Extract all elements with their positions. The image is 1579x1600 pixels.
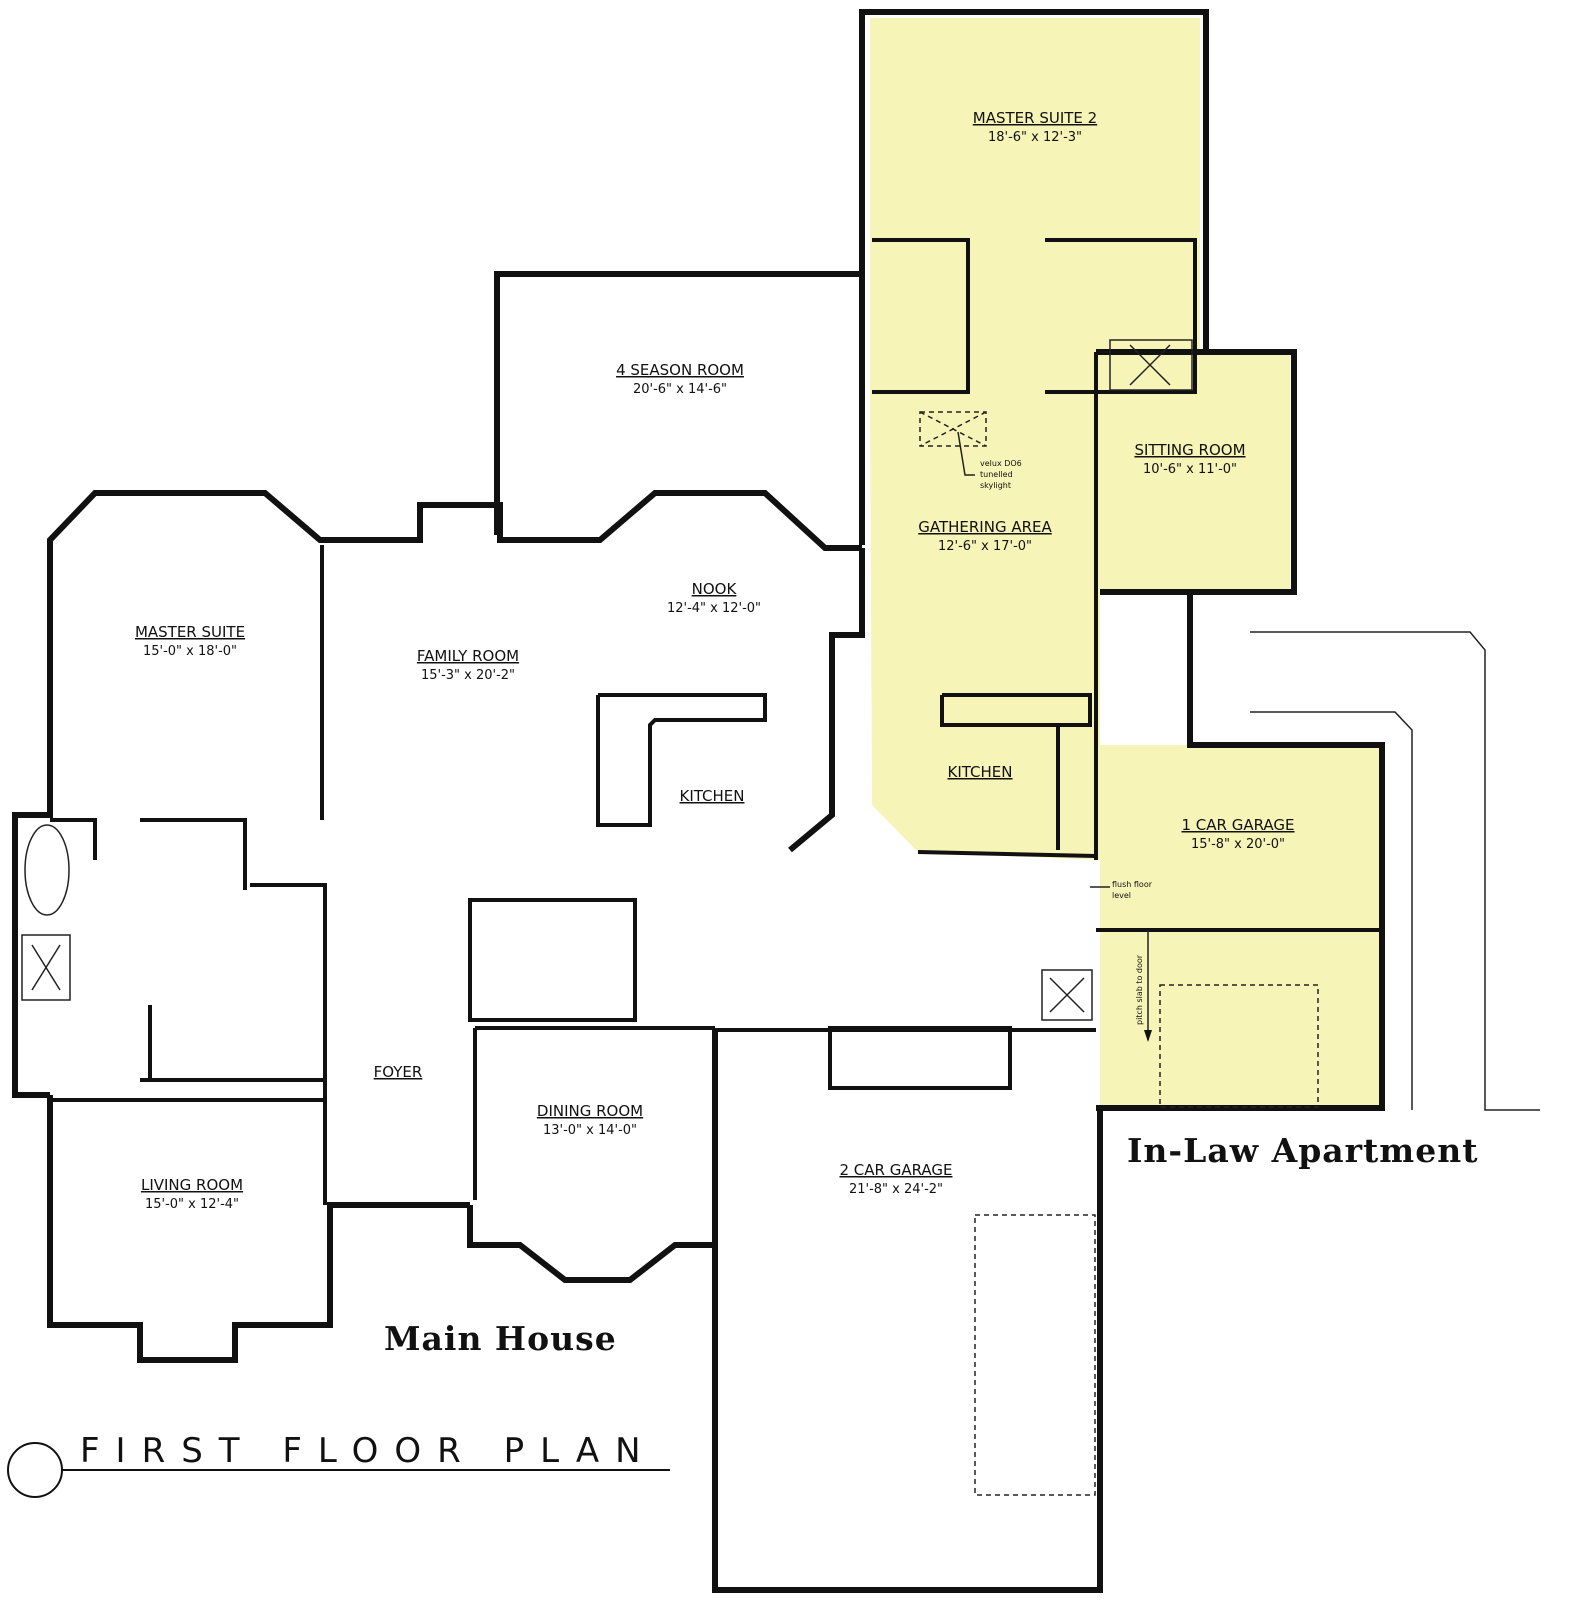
room-dims-dining-room: 13'-0" x 14'-0" [543, 1123, 637, 1138]
room-label-gathering-area: GATHERING AREA [918, 518, 1052, 536]
room-label-kitchen-in-law: KITCHEN [948, 763, 1013, 781]
room-dims-nook: 12'-4" x 12'-0" [667, 601, 761, 616]
main-house-label: Main House [384, 1319, 617, 1358]
skylight-note-line1: velux DO6 [980, 459, 1022, 468]
room-label-nook: NOOK [692, 580, 738, 598]
room-dims-1-car-garage: 15'-8" x 20'-0" [1191, 837, 1285, 852]
room-label-master-suite: MASTER SUITE [135, 623, 245, 641]
room-dims-4-season-room: 20'-6" x 14'-6" [633, 382, 727, 397]
room-dims-living-room: 15'-0" x 12'-4" [145, 1197, 239, 1212]
skylight-note-line3: skylight [980, 481, 1011, 490]
walls [12, 9, 1540, 1593]
room-label-family-room: FAMILY ROOM [417, 647, 519, 665]
room-label-living-room: LIVING ROOM [141, 1176, 243, 1194]
pitch-slab-note: pitch slab to door [1135, 954, 1144, 1025]
room-label-1-car-garage: 1 CAR GARAGE [1181, 816, 1294, 834]
flush-floor-note-line2: level [1112, 891, 1131, 900]
room-label-2-car-garage: 2 CAR GARAGE [839, 1161, 952, 1179]
room-label-master-suite-2: MASTER SUITE 2 [973, 109, 1097, 127]
room-dims-gathering-area: 12'-6" x 17'-0" [938, 539, 1032, 554]
room-label-foyer: FOYER [374, 1063, 423, 1081]
room-dims-master-suite: 15'-0" x 18'-0" [143, 644, 237, 659]
room-dims-master-suite-2: 18'-6" x 12'-3" [988, 130, 1082, 145]
plan-title: FIRST FLOOR PLAN [80, 1431, 657, 1471]
room-label-4-season-room: 4 SEASON ROOM [616, 361, 744, 379]
title-circle-icon [7, 1442, 63, 1498]
room-dims-2-car-garage: 21'-8" x 24'-2" [849, 1182, 943, 1197]
in-law-apartment-label: In-Law Apartment [1127, 1131, 1478, 1170]
room-label-kitchen-main: KITCHEN [680, 787, 745, 805]
in-law-apartment-area [870, 18, 1380, 1108]
room-dims-family-room: 15'-3" x 20'-2" [421, 668, 515, 683]
room-label-dining-room: DINING ROOM [537, 1102, 643, 1120]
room-label-sitting-room: SITTING ROOM [1134, 441, 1245, 459]
skylight-note-line2: tunelled [980, 470, 1013, 479]
room-dims-sitting-room: 10'-6" x 11'-0" [1143, 462, 1237, 477]
flush-floor-note-line1: flush floor [1112, 880, 1153, 889]
